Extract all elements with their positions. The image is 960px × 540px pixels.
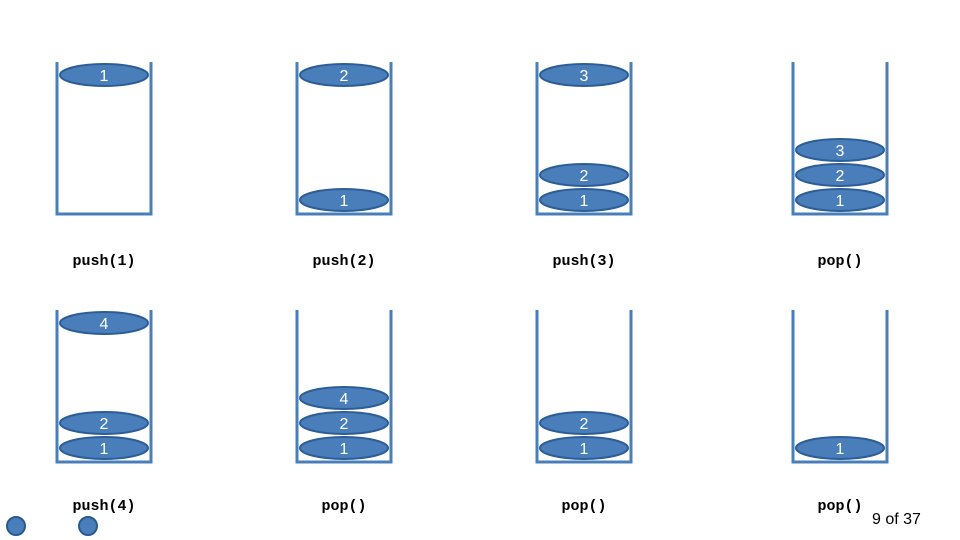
stack-disk-label: 1: [836, 193, 845, 210]
stack-disk-label: 1: [580, 193, 589, 210]
stack-disk: 1: [299, 436, 389, 460]
stack-disk: 1: [59, 436, 149, 460]
stack-disk-label: 2: [580, 168, 589, 185]
stack-panel-2: 1 2 push(2): [295, 62, 393, 270]
operation-label: push(4): [72, 498, 135, 515]
stack-panel-6: 1 2 4 pop(): [295, 310, 393, 515]
stack-container: [791, 62, 889, 216]
lifted-disk-label: 4: [100, 316, 109, 333]
stack-disk-shape: [299, 386, 389, 410]
stack-disk: 2: [59, 411, 149, 435]
stack-disk-label: 1: [340, 441, 349, 458]
operation-label: pop(): [561, 498, 606, 515]
page-number: 9 of 37: [872, 511, 921, 528]
stack-disk-label: 1: [836, 441, 845, 458]
stack-disk-shape: [59, 436, 149, 460]
operation-label: pop(): [817, 498, 862, 515]
lifted-disk-shape: [59, 63, 149, 87]
nav-prev-button[interactable]: [6, 516, 26, 536]
stack-disk: 2: [299, 411, 389, 435]
stack-container: [295, 62, 393, 216]
stack-disk-label: 3: [836, 143, 845, 160]
stack-disk-shape: [539, 411, 629, 435]
stack-disk-shape: [59, 411, 149, 435]
stack-disk-label: 4: [340, 391, 349, 408]
stack-panel-4: 1 2 3 pop(): [791, 62, 889, 270]
stack-disk: 1: [299, 188, 389, 212]
lifted-disk-shape: [59, 311, 149, 335]
stack-disk-shape: [299, 188, 389, 212]
stack-disk-shape: [795, 163, 885, 187]
stack-container: [55, 310, 153, 464]
nav-next-button[interactable]: [78, 516, 98, 536]
stack-container: [535, 62, 633, 216]
stack-container: [791, 310, 889, 464]
stack-disk-shape: [795, 188, 885, 212]
stack-panel-3: 1 2 3 push(3): [535, 62, 633, 270]
lifted-disk-shape: [299, 63, 389, 87]
stack-disk: 1: [795, 436, 885, 460]
operation-label: push(3): [552, 253, 615, 270]
stack-container: [295, 310, 393, 464]
stack-disk-shape: [539, 163, 629, 187]
lifted-disk-label: 1: [100, 68, 109, 85]
stack-disk-shape: [299, 411, 389, 435]
stack-panel-7: 1 2 pop(): [535, 310, 633, 515]
stack-disk: 4: [299, 386, 389, 410]
lifted-disk-label: 2: [340, 68, 349, 85]
stack-disk-label: 1: [100, 441, 109, 458]
stack-disk: 2: [539, 411, 629, 435]
stack-disk-label: 2: [580, 416, 589, 433]
stack-disk-label: 1: [580, 441, 589, 458]
stack-disk-label: 2: [340, 416, 349, 433]
lifted-disk: 4: [59, 311, 149, 335]
stack-disk-label: 2: [100, 416, 109, 433]
stack-disk: 1: [539, 188, 629, 212]
stack-panel-8: 1 pop(): [791, 310, 889, 515]
stack-disk-label: 1: [340, 193, 349, 210]
stack-disk: 1: [795, 188, 885, 212]
stack-disk-shape: [299, 436, 389, 460]
stack-disk: 1: [539, 436, 629, 460]
lifted-disk-label: 3: [580, 68, 589, 85]
operation-label: pop(): [321, 498, 366, 515]
stack-disk: 2: [539, 163, 629, 187]
lifted-disk: 1: [59, 63, 149, 87]
stack-disk-shape: [795, 436, 885, 460]
operation-label: pop(): [817, 253, 862, 270]
lifted-disk-shape: [539, 63, 629, 87]
stack-panel-1: 1 push(1): [55, 62, 153, 270]
stack-disk-shape: [539, 188, 629, 212]
stack-disk-label: 2: [836, 168, 845, 185]
stack-disk: 3: [795, 138, 885, 162]
stack-panel-5: 1 2 4 push(4): [55, 310, 153, 515]
stack-disk-shape: [539, 436, 629, 460]
stack-disk-shape: [795, 138, 885, 162]
stack-container: [535, 310, 633, 464]
stack-container: [55, 62, 153, 216]
lifted-disk: 2: [299, 63, 389, 87]
stack-disk: 2: [795, 163, 885, 187]
operation-label: push(2): [312, 253, 375, 270]
lifted-disk: 3: [539, 63, 629, 87]
operation-label: push(1): [72, 253, 135, 270]
